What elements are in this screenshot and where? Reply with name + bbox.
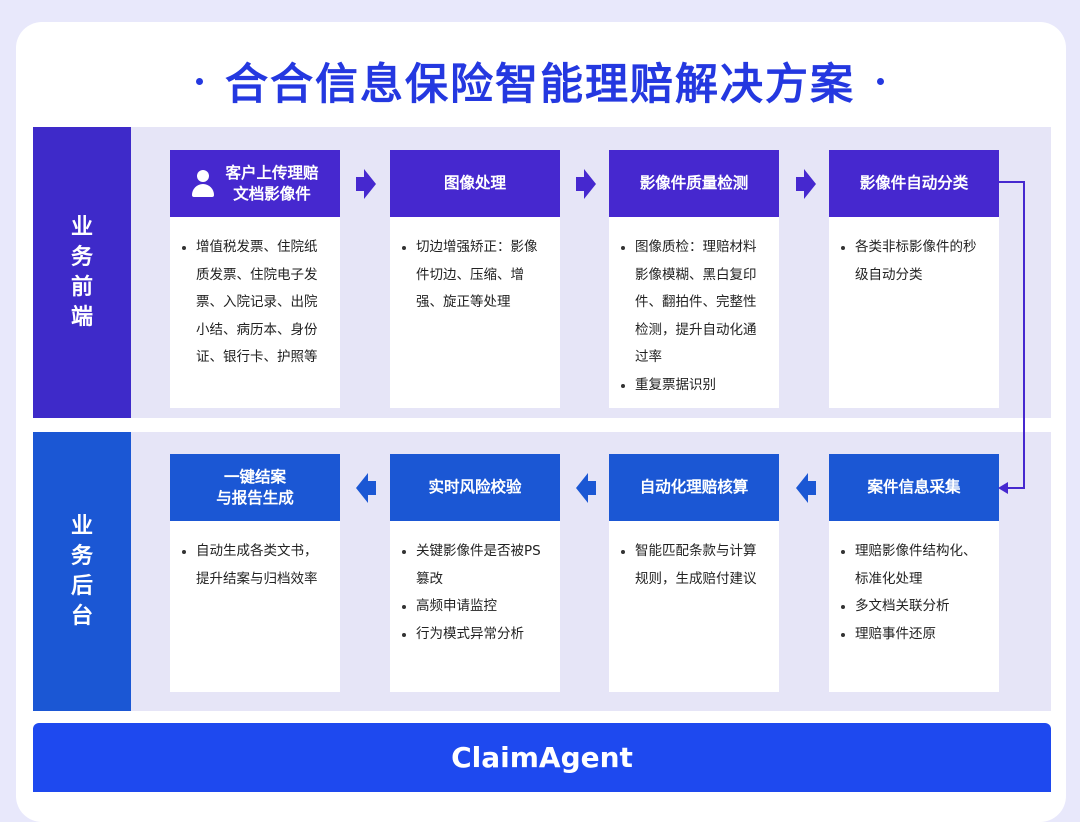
stage-header: 图像处理 (390, 150, 560, 217)
title-dot-left (196, 77, 203, 85)
stage-item: 行为模式异常分析 (402, 621, 550, 649)
stage-header: 案件信息采集 (829, 454, 999, 521)
person-icon (191, 169, 215, 198)
stage-item: 各类非标影像件的秒级自动分类 (841, 234, 989, 289)
stage-item: 自动生成各类文书，提升结案与归档效率 (182, 538, 330, 593)
sidebar-back-label: 业务后台 (70, 513, 93, 629)
sidebar-front-label: 业务前端 (70, 214, 93, 330)
stage-image-processing: 图像处理 切边增强矫正：影像件切边、压缩、增强、旋正等处理 (390, 150, 560, 408)
stage-header: 客户上传理赔文档影像件 (170, 150, 340, 217)
stage-item: 切边增强矫正：影像件切边、压缩、增强、旋正等处理 (402, 234, 550, 317)
stage-claim-calculation: 自动化理赔核算 智能匹配条款与计算规则，生成赔付建议 (609, 454, 779, 692)
title-dot-right (877, 77, 884, 85)
stage-risk-check: 实时风险校验 关键影像件是否被PS篡改 高频申请监控 行为模式异常分析 (390, 454, 560, 692)
arrow-left-icon (576, 473, 596, 503)
footer-claimagent-bar: ClaimAgent (33, 723, 1051, 792)
stage-upload-documents: 客户上传理赔文档影像件 增值税发票、住院纸质发票、住院电子发票、入院记录、出院小… (170, 150, 340, 408)
title-bar: 合合信息保险智能理赔解决方案 (0, 52, 1080, 110)
stage-header: 影像件质量检测 (609, 150, 779, 217)
arrow-right-icon (796, 169, 816, 199)
page-title: 合合信息保险智能理赔解决方案 (225, 60, 855, 110)
stage-header-line: 客户上传理赔 (225, 163, 319, 182)
stage-item: 高频申请监控 (402, 593, 550, 621)
stage-item: 理赔事件还原 (841, 621, 989, 649)
arrow-right-icon (356, 169, 376, 199)
arrow-right-icon (576, 169, 596, 199)
sidebar-front-end: 业务前端 (33, 127, 131, 418)
footer-label: ClaimAgent (451, 741, 633, 774)
stage-case-closing-report: 一键结案与报告生成 自动生成各类文书，提升结案与归档效率 (170, 454, 340, 692)
sidebar-back-end: 业务后台 (33, 432, 131, 711)
stage-header: 实时风险校验 (390, 454, 560, 521)
stage-item: 重复票据识别 (621, 372, 769, 400)
connector-arrow-icon (998, 181, 1025, 494)
stage-quality-check: 影像件质量检测 图像质检：理赔材料影像模糊、黑白复印件、翻拍件、完整性检测，提升… (609, 150, 779, 408)
stage-case-info-collection: 案件信息采集 理赔影像件结构化、标准化处理 多文档关联分析 理赔事件还原 (829, 454, 999, 692)
stage-item: 多文档关联分析 (841, 593, 989, 621)
stage-item: 图像质检：理赔材料影像模糊、黑白复印件、翻拍件、完整性检测，提升自动化通过率 (621, 234, 769, 372)
stage-header: 影像件自动分类 (829, 150, 999, 217)
stage-auto-classification: 影像件自动分类 各类非标影像件的秒级自动分类 (829, 150, 999, 408)
stage-item: 增值税发票、住院纸质发票、住院电子发票、入院记录、出院小结、病历本、身份证、银行… (182, 234, 330, 372)
stage-item: 智能匹配条款与计算规则，生成赔付建议 (621, 538, 769, 593)
stage-header-line: 一键结案 (223, 467, 286, 486)
arrow-left-icon (796, 473, 816, 503)
stage-header-line: 文档影像件 (233, 184, 311, 203)
stage-header: 自动化理赔核算 (609, 454, 779, 521)
stage-header: 一键结案与报告生成 (170, 454, 340, 521)
stage-header-line: 与报告生成 (216, 488, 294, 507)
stage-item: 关键影像件是否被PS篡改 (402, 538, 550, 593)
arrow-left-icon (356, 473, 376, 503)
stage-item: 理赔影像件结构化、标准化处理 (841, 538, 989, 593)
